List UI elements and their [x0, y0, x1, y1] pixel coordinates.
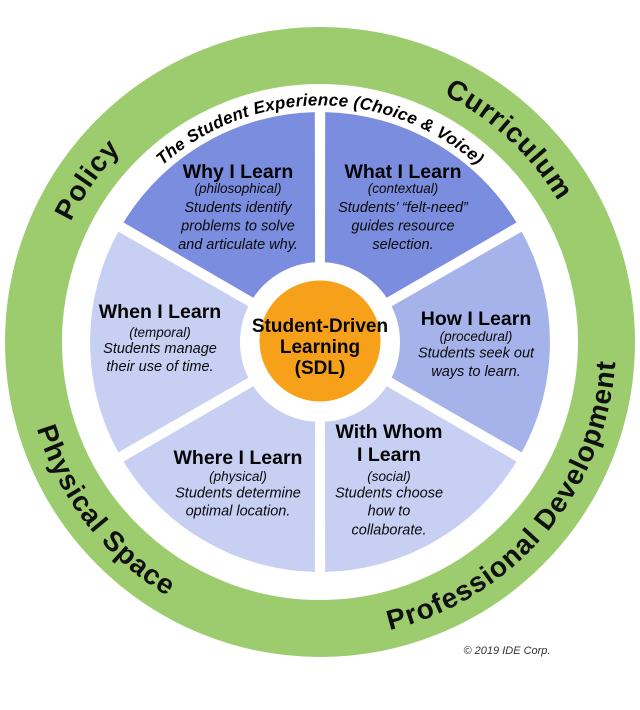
segment-title-line2: I Learn [357, 444, 421, 466]
segment-what-i-learn-wedge [324, 112, 517, 298]
segment-body-line: optimal location. [186, 504, 291, 520]
segment-title: With Whom [335, 421, 442, 443]
segment-subtitle: (contextual) [368, 181, 439, 196]
segment-body-line: and articulate why. [178, 237, 298, 253]
segment-when-i-learn-wedge [90, 231, 249, 453]
segment-title: How I Learn [421, 308, 532, 330]
segment-where-i-learn-wedge [123, 386, 316, 572]
segment-body-line: guides resource [351, 219, 454, 235]
center-hub-title-line2: Learning [280, 337, 360, 358]
segment-subtitle: (physical) [209, 469, 267, 484]
segment-subtitle: (temporal) [129, 325, 191, 340]
segment-body-line: ways to learn. [431, 364, 520, 380]
center-hub-title-line3: (SDL) [295, 358, 346, 379]
segment-when-i-learn: When I Learn (temporal) Students manage … [90, 231, 249, 453]
segment-body-line: problems to solve [180, 219, 295, 235]
segment-with-whom-i-learn: With Whom I Learn (social) Students choo… [324, 386, 517, 572]
segment-subtitle: (procedural) [440, 329, 513, 344]
segment-title: Why I Learn [183, 161, 294, 183]
segment-subtitle: (social) [367, 469, 411, 484]
outer-ring [5, 27, 635, 657]
segment-with-whom-i-learn-wedge [324, 386, 517, 572]
segment-title: When I Learn [99, 301, 221, 323]
segment-how-i-learn: How I Learn (procedural) Students seek o… [391, 231, 550, 453]
center-hub-title-line1: Student-Driven [252, 316, 388, 337]
segment-why-i-learn: Why I Learn (philosophical) Students ide… [123, 112, 316, 298]
segment-body-line: their use of time. [106, 359, 213, 375]
center-hub: Student-Driven Learning (SDL) [252, 273, 388, 409]
segment-body-line: Students manage [103, 341, 217, 357]
segment-body-line: selection. [372, 237, 433, 253]
segment-body-line: Students seek out [418, 346, 535, 362]
segment-why-i-learn-wedge [123, 112, 316, 298]
segment-body-line: how to [368, 504, 411, 520]
segment-title: What I Learn [344, 161, 461, 183]
segment-title: Where I Learn [174, 447, 303, 469]
segment-body-line: Students choose [335, 486, 443, 502]
segment-where-i-learn: Where I Learn (physical) Students determ… [123, 386, 316, 572]
segment-body-line: Students identify [184, 200, 292, 216]
segment-what-i-learn: What I Learn (contextual) Students’ “fel… [324, 112, 517, 298]
copyright-notice: © 2019 IDE Corp. [464, 645, 551, 657]
segment-body-line: collaborate. [352, 523, 427, 539]
segment-body-line: Students determine [175, 486, 301, 502]
segment-body-line: Students’ “felt-need” [338, 200, 469, 216]
center-hub-circle [252, 273, 388, 409]
segment-how-i-learn-wedge [391, 231, 550, 453]
segment-subtitle: (philosophical) [194, 181, 281, 196]
